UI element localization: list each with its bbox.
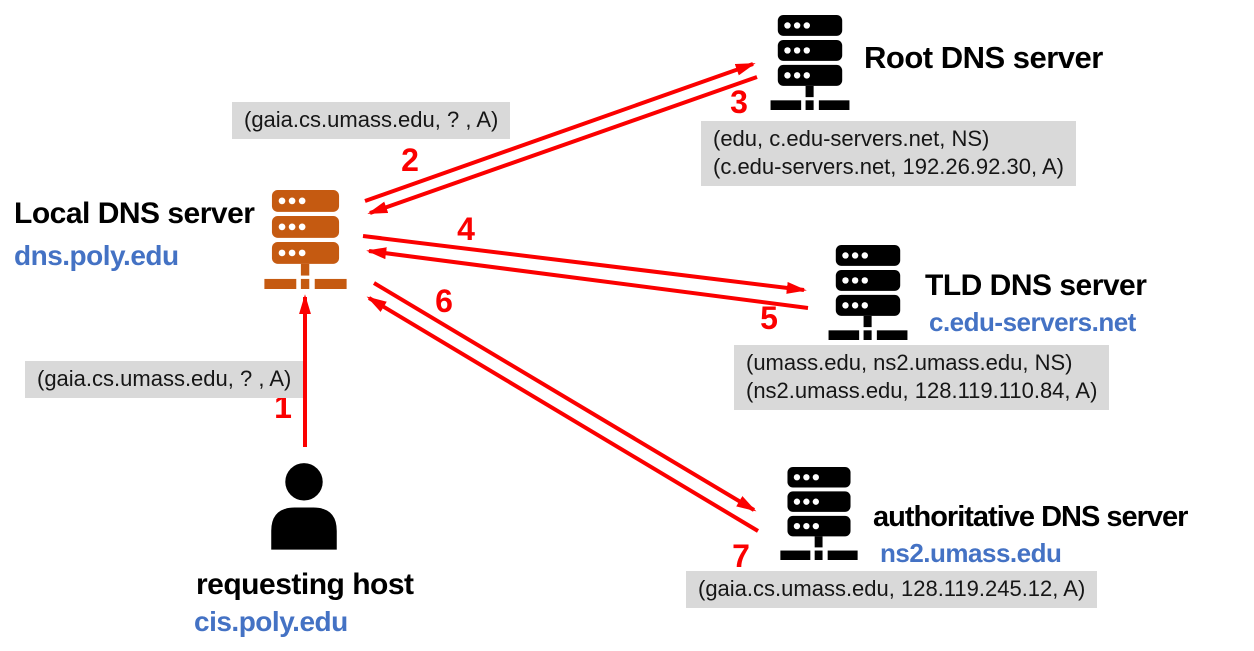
message-box-tld-response: (umass.edu, ns2.umass.edu, NS) (ns2.umas… <box>734 345 1110 410</box>
node-label-authoritative-dns: authoritative DNS server <box>873 501 1188 533</box>
message-box-auth-response: (gaia.cs.umass.edu, 128.119.245.12, A) <box>686 571 1098 608</box>
arrow-3-number: 3 <box>730 84 748 120</box>
message-line: (ns2.umass.edu, 128.119.110.84, A) <box>746 378 1098 403</box>
message-line: (gaia.cs.umass.edu, ? , A) <box>244 107 499 132</box>
arrow-7-response-line <box>366 296 760 533</box>
message-box-host-query: (gaia.cs.umass.edu, ? , A) <box>25 361 304 398</box>
arrow-4-query-line <box>362 234 807 294</box>
node-label-local-dns: Local DNS server <box>14 197 255 230</box>
message-line: (umass.edu, ns2.umass.edu, NS) <box>746 350 1073 375</box>
server-icon <box>263 190 348 289</box>
node-hostname-requesting-host: cis.poly.edu <box>194 606 348 637</box>
message-line: (edu, c.edu-servers.net, NS) <box>713 126 990 151</box>
arrow-2-number: 2 <box>401 142 419 178</box>
message-box-root-response: (edu, c.edu-servers.net, NS) (c.edu-serv… <box>701 121 1076 186</box>
message-line: (gaia.cs.umass.edu, 128.119.245.12, A) <box>698 576 1086 601</box>
node-label-requesting-host: requesting host <box>196 568 414 601</box>
arrow-2-query-line <box>364 62 756 203</box>
node-hostname-tld-dns: c.edu-servers.net <box>929 307 1136 337</box>
person-icon <box>265 462 343 550</box>
arrow-7-number: 7 <box>732 538 750 574</box>
arrow-6-number: 6 <box>435 283 453 319</box>
arrow-4-number: 4 <box>457 211 475 247</box>
message-box-local-query: (gaia.cs.umass.edu, ? , A) <box>232 102 511 139</box>
node-hostname-authoritative-dns: ns2.umass.edu <box>880 538 1062 568</box>
arrow-3-response-line <box>367 75 758 215</box>
arrow-5-number: 5 <box>760 300 778 336</box>
node-label-root-dns: Root DNS server <box>864 40 1103 75</box>
arrow-5-response-line <box>366 247 809 310</box>
server-icon <box>778 467 860 560</box>
message-line: (gaia.cs.umass.edu, ? , A) <box>37 366 292 391</box>
node-hostname-local-dns: dns.poly.edu <box>14 240 179 271</box>
arrow-1-number: 1 <box>274 389 292 425</box>
server-icon <box>768 15 852 110</box>
arrow-6-query-line <box>372 281 757 512</box>
node-label-tld-dns: TLD DNS server <box>925 269 1147 302</box>
message-line: (c.edu-servers.net, 192.26.92.30, A) <box>713 154 1064 179</box>
server-icon <box>826 245 910 340</box>
